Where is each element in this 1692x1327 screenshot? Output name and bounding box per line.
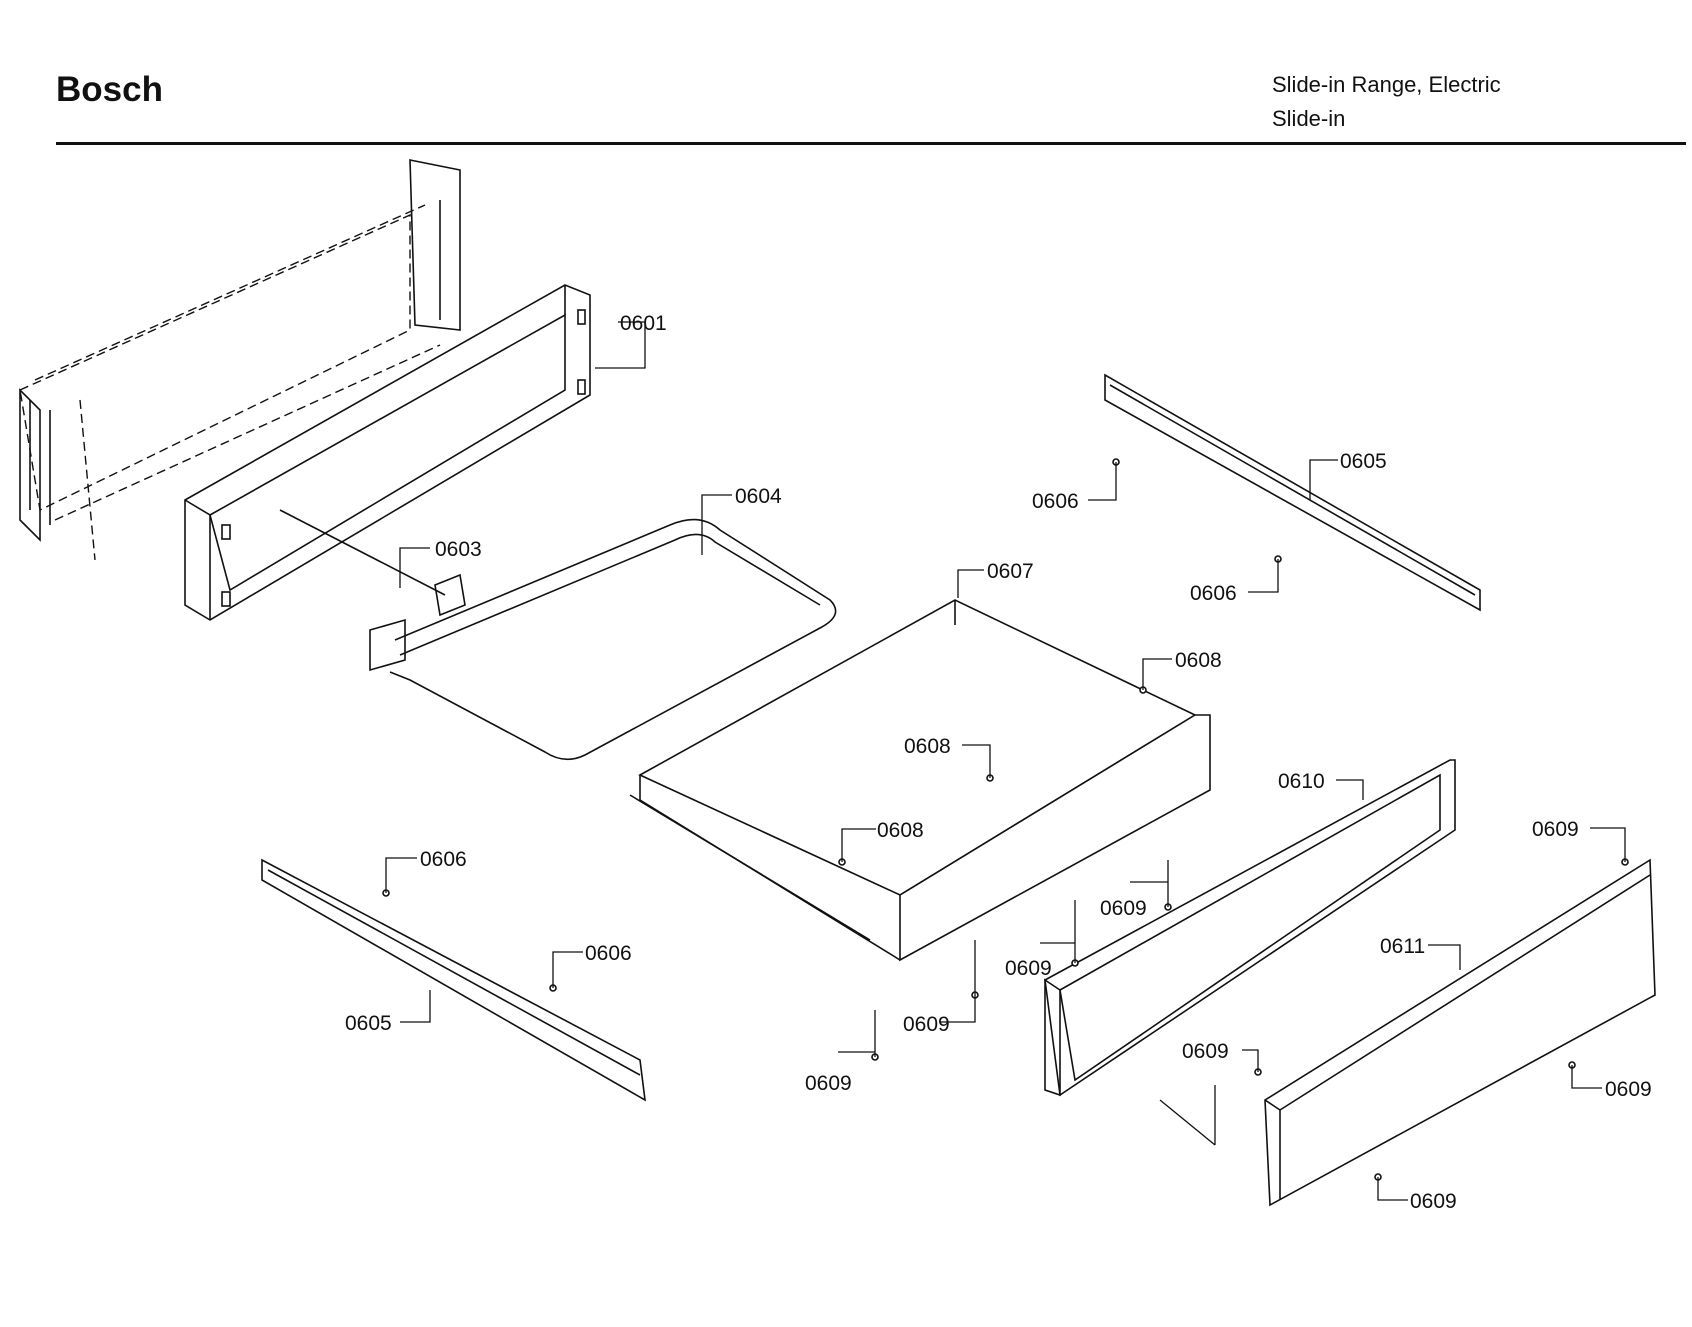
label-0609-front-bottom: 0609 [1410,1190,1457,1213]
label-0609-drawer-3: 0609 [903,1013,950,1036]
part-0605-slide-right [1104,373,1481,612]
part-0607-drawer [629,599,1211,962]
label-0609-front-left: 0609 [1182,1040,1229,1063]
product-type: Slide-in Range, Electric [1272,72,1501,97]
part-0605-slide-left [261,858,646,1102]
label-0604: 0604 [735,485,782,508]
label-0607: 0607 [987,560,1034,583]
label-0605-right: 0605 [1340,450,1387,473]
label-0608-center: 0608 [904,735,951,758]
leader-lines [385,321,1626,1201]
label-0609-drawer-1: 0609 [1100,897,1147,920]
part-0604-heating-element [369,518,837,761]
brand-logo: Bosch [56,70,163,109]
label-0611: 0611 [1380,935,1425,958]
label-0609-front-top: 0609 [1532,818,1579,841]
part-0611-drawer-front [1264,858,1656,1207]
label-0609-drawer-4: 0609 [805,1072,852,1095]
label-0606-left-bottom: 0606 [585,942,632,965]
label-0606-right-top: 0606 [1032,490,1079,513]
part-0601-frame [184,284,591,621]
label-0609-front-right: 0609 [1605,1078,1652,1101]
part-0603-sensor [279,509,466,617]
part-0610-inner-panel [1044,759,1456,1097]
callout-labels: 0601 0603 0604 0605 0606 0606 0607 0608 … [345,312,1652,1213]
label-0608-right: 0608 [1175,649,1222,672]
label-0608-left: 0608 [877,819,924,842]
label-0609-drawer-2: 0609 [1005,957,1052,980]
product-subtype: Slide-in [1272,106,1346,131]
range-body-outline [19,159,461,561]
header-rule [56,142,1686,145]
label-0606-left-top: 0606 [420,848,467,871]
label-0601: 0601 [620,312,667,335]
label-0610: 0610 [1278,770,1325,793]
label-0605-left: 0605 [345,1012,392,1035]
label-0606-right-bottom: 0606 [1190,582,1237,605]
label-0603: 0603 [435,538,482,561]
